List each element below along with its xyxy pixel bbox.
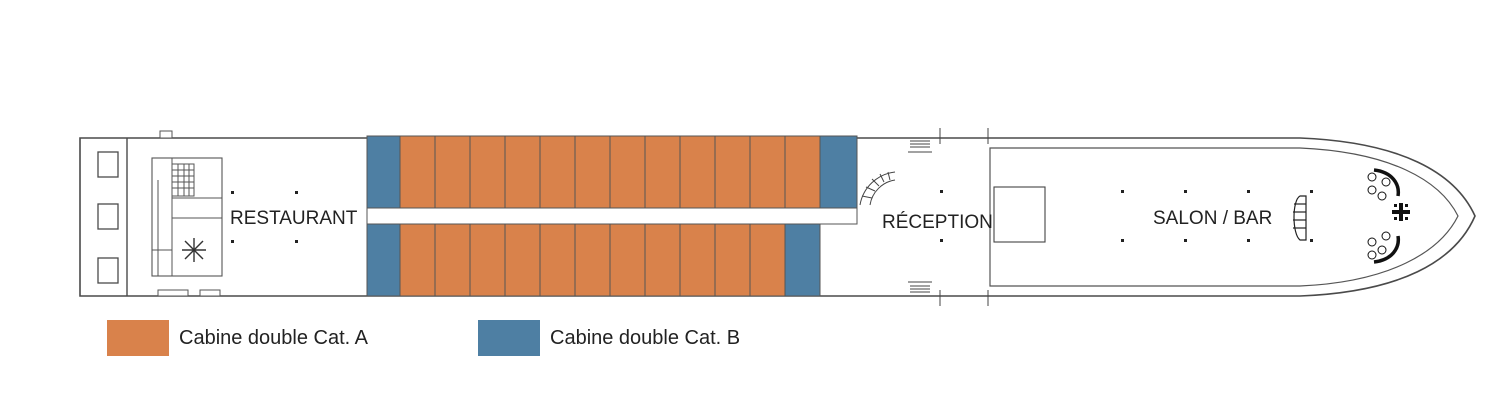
stern-tab [159, 130, 173, 139]
cabin-cat-a [504, 135, 541, 209]
inner-deck-line [989, 147, 1459, 287]
cabin-cat-a [714, 223, 751, 297]
cabin-row-bottom [366, 223, 821, 297]
legend-cat-a: Cabine double Cat. A [107, 320, 368, 356]
cabin-cat-a [609, 135, 646, 209]
stairs-icon [171, 163, 195, 197]
cabin-cat-a [469, 135, 506, 209]
cabin-cat-a [644, 223, 681, 297]
cabin-cat-a [504, 223, 541, 297]
bow-equipment [1367, 168, 1401, 264]
spiral-staircase-icon [859, 171, 896, 206]
salon-bar-label: SALON / BAR [1153, 208, 1272, 229]
cabin-row-top [366, 135, 858, 209]
cabin-cat-a [574, 223, 611, 297]
restaurant-label: RESTAURANT [230, 208, 358, 229]
cabin-cat-a [679, 135, 716, 209]
stern-window [97, 257, 119, 284]
steering-wheel-icon [1392, 203, 1410, 221]
restaurant-columns [231, 191, 298, 243]
salon-columns [1121, 190, 1313, 242]
cabin-cat-b [819, 135, 858, 209]
reception-columns [940, 190, 943, 242]
cabin-cat-b [784, 223, 821, 297]
stern-window [97, 203, 119, 230]
cabin-cat-a [679, 223, 716, 297]
reception-label: RÉCEPTION [882, 212, 993, 233]
gangway-top [908, 140, 932, 153]
cabin-cat-a [539, 223, 576, 297]
cabin-cat-a [749, 135, 786, 209]
corridor [366, 207, 858, 225]
cabin-cat-a [399, 223, 436, 297]
stern-tab [199, 289, 221, 297]
cabin-cat-a [749, 223, 786, 297]
cabin-cat-b [366, 135, 401, 209]
cabin-cat-a [539, 135, 576, 209]
cabin-cat-a [469, 223, 506, 297]
galley-block [151, 157, 223, 277]
legend-swatch-cat-b [478, 320, 540, 356]
cabin-cat-a [434, 135, 471, 209]
stern-window [97, 151, 119, 178]
legend-cat-b: Cabine double Cat. B [478, 320, 740, 356]
gangway-bottom [908, 281, 932, 293]
cabin-cat-a [609, 223, 646, 297]
legend-swatch-cat-a [107, 320, 169, 356]
cabin-cat-a [399, 135, 436, 209]
cabin-cat-a [714, 135, 751, 209]
cabin-cat-a [434, 223, 471, 297]
cabin-cat-a [784, 135, 821, 209]
legend-label-cat-b: Cabine double Cat. B [550, 326, 741, 349]
cabin-cat-b [366, 223, 401, 297]
snowflake-icon [182, 238, 206, 262]
stern-tab [157, 289, 189, 297]
bar-counter [1293, 195, 1307, 241]
elevator-shaft [993, 186, 1046, 243]
cabin-cat-a [574, 135, 611, 209]
legend-label-cat-a: Cabine double Cat. A [179, 326, 369, 349]
cabin-cat-a [644, 135, 681, 209]
